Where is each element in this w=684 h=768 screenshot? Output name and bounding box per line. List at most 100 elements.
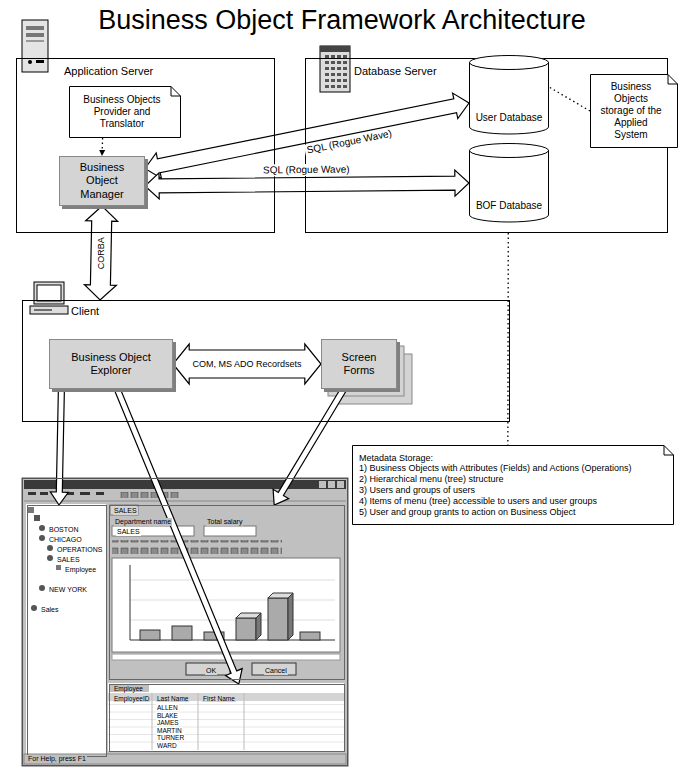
node-label: User Database	[476, 112, 543, 124]
cylinder-body	[470, 62, 549, 134]
hollow-arrow-shape	[50, 389, 68, 505]
hollow-arrow-shape	[173, 344, 321, 384]
box-heading: Client	[23, 301, 509, 318]
diagram-title: Business Object Framework Architecture	[0, 4, 684, 36]
screenshot-window-part	[319, 481, 326, 488]
database-cylinder: User Database	[469, 55, 549, 135]
form-panel-part	[268, 598, 288, 640]
note-outline	[591, 75, 678, 148]
form-panel-part	[130, 580, 335, 581]
form-panel-part	[130, 620, 335, 621]
dotted-connector	[507, 233, 508, 445]
dotted-connector	[549, 87, 590, 111]
node-label: 2) Hierarchical menu (tree) structure	[359, 474, 504, 485]
note-box: Business Objects Provider and Translator	[69, 86, 181, 138]
server-icon-part	[28, 60, 32, 64]
screen-text: OPERATIONS	[56, 546, 103, 554]
dotted-line	[507, 233, 509, 445]
server-icon-part	[26, 33, 44, 37]
cylinder-top	[470, 56, 549, 70]
grid-panel-part	[108, 701, 344, 749]
screen-text: Last Name	[156, 695, 189, 702]
hollow-arrow-shape	[273, 388, 346, 506]
hollow-arrow	[173, 344, 321, 384]
dotted-connector	[99, 138, 105, 156]
node-label: 1) Business Objects with Attributes (Fie…	[359, 463, 632, 474]
screen-text: OK	[205, 667, 217, 675]
screen-text: SALES	[56, 556, 81, 564]
form-panel-part	[112, 540, 282, 554]
screenshot-window-part	[328, 481, 335, 488]
screenshot-window-part	[24, 501, 346, 502]
database-server-icon-part	[323, 55, 347, 89]
hollow-arrow-shape	[145, 93, 469, 178]
grid-panel-part	[244, 693, 245, 750]
note-fold	[664, 446, 674, 456]
form-panel-part	[288, 593, 293, 640]
client-pc-icon-part	[34, 310, 52, 311]
node-label: 3) Users and groups of users	[359, 485, 475, 496]
screen-text: CHICAGO	[48, 536, 83, 544]
screen-text: SALES	[113, 507, 138, 515]
database-server-icon-part	[320, 46, 350, 52]
server-icon-part	[26, 40, 44, 42]
screenshot-window-part	[28, 492, 36, 495]
tree-panel-part	[47, 555, 53, 561]
metadata-note: Metadata Storage:1) Business Objects wit…	[352, 445, 674, 525]
screen-text: JAMES	[156, 719, 180, 726]
box-heading: Application Server	[17, 59, 274, 78]
screenshot-window-part	[337, 481, 344, 488]
server-icon-part	[36, 60, 44, 63]
database-cylinder: BOF Database	[469, 143, 549, 223]
screen-text: Employee	[64, 566, 97, 574]
tree-panel-part	[31, 605, 37, 611]
grid-panel-part	[108, 683, 344, 751]
screenshot-window-part	[22, 478, 348, 766]
note-outline	[353, 446, 674, 525]
screen-text: NEW YORK	[48, 586, 88, 594]
node-label: 5) User and group grants to action on Bu…	[359, 507, 576, 518]
client-pc-icon-part	[30, 306, 68, 314]
screen-text: SALES	[116, 528, 141, 536]
grid-panel: EmployeeEmployeeIDLast NameFirst NameALL…	[109, 684, 345, 752]
screen-text: BOSTON	[48, 526, 79, 534]
screen-text: Total salary	[206, 518, 243, 526]
hollow-arrow-shape	[84, 206, 117, 300]
screenshot-window-part	[24, 480, 346, 489]
screen-text: MARTIN	[156, 727, 183, 734]
form-panel-part	[140, 630, 160, 640]
screenshot-window-part	[40, 492, 48, 495]
connector-label: CORBA	[96, 235, 106, 271]
form-panel-part	[112, 526, 194, 536]
tree-panel-part	[39, 535, 45, 541]
server-icon-part	[26, 26, 44, 30]
note-outline	[70, 87, 181, 138]
connector-label: SQL (Rogue Wave)	[261, 163, 352, 175]
process-box: Business Object Manager	[59, 156, 145, 206]
form-panel-part	[186, 663, 230, 675]
tree-panel-part	[26, 504, 106, 756]
tree-panel-part	[28, 507, 34, 513]
note-fold	[668, 75, 678, 85]
screenshot-window-part	[120, 492, 180, 498]
node-label: Business Object Manager	[65, 161, 139, 201]
grid-panel-part	[109, 684, 149, 692]
database-server-icon	[320, 46, 350, 92]
form-panel-part	[252, 663, 296, 675]
hollow-arrow-shape	[114, 388, 242, 684]
tree-panel: BOSTON CHICAGO OPERATIONS SALES EmployeeNEW …	[27, 505, 107, 757]
node-label: Metadata Storage:	[359, 453, 433, 464]
screen-text: TURNER	[156, 734, 185, 741]
node-label: Business Objects Provider and Translator	[76, 94, 168, 130]
form-panel: SALESDepartment nameTotal salarySALESOKC…	[109, 505, 345, 680]
form-panel-part	[236, 618, 256, 640]
tree-panel-part	[56, 565, 61, 570]
screen-text: Department name	[114, 518, 172, 526]
hollow-arrow	[114, 388, 242, 684]
node-label: Business Objects storage of the Applied …	[597, 81, 665, 141]
form-panel-part	[172, 626, 192, 640]
status-bar-part	[24, 754, 346, 764]
tree-panel	[26, 504, 106, 756]
form-panel-part	[130, 600, 335, 601]
